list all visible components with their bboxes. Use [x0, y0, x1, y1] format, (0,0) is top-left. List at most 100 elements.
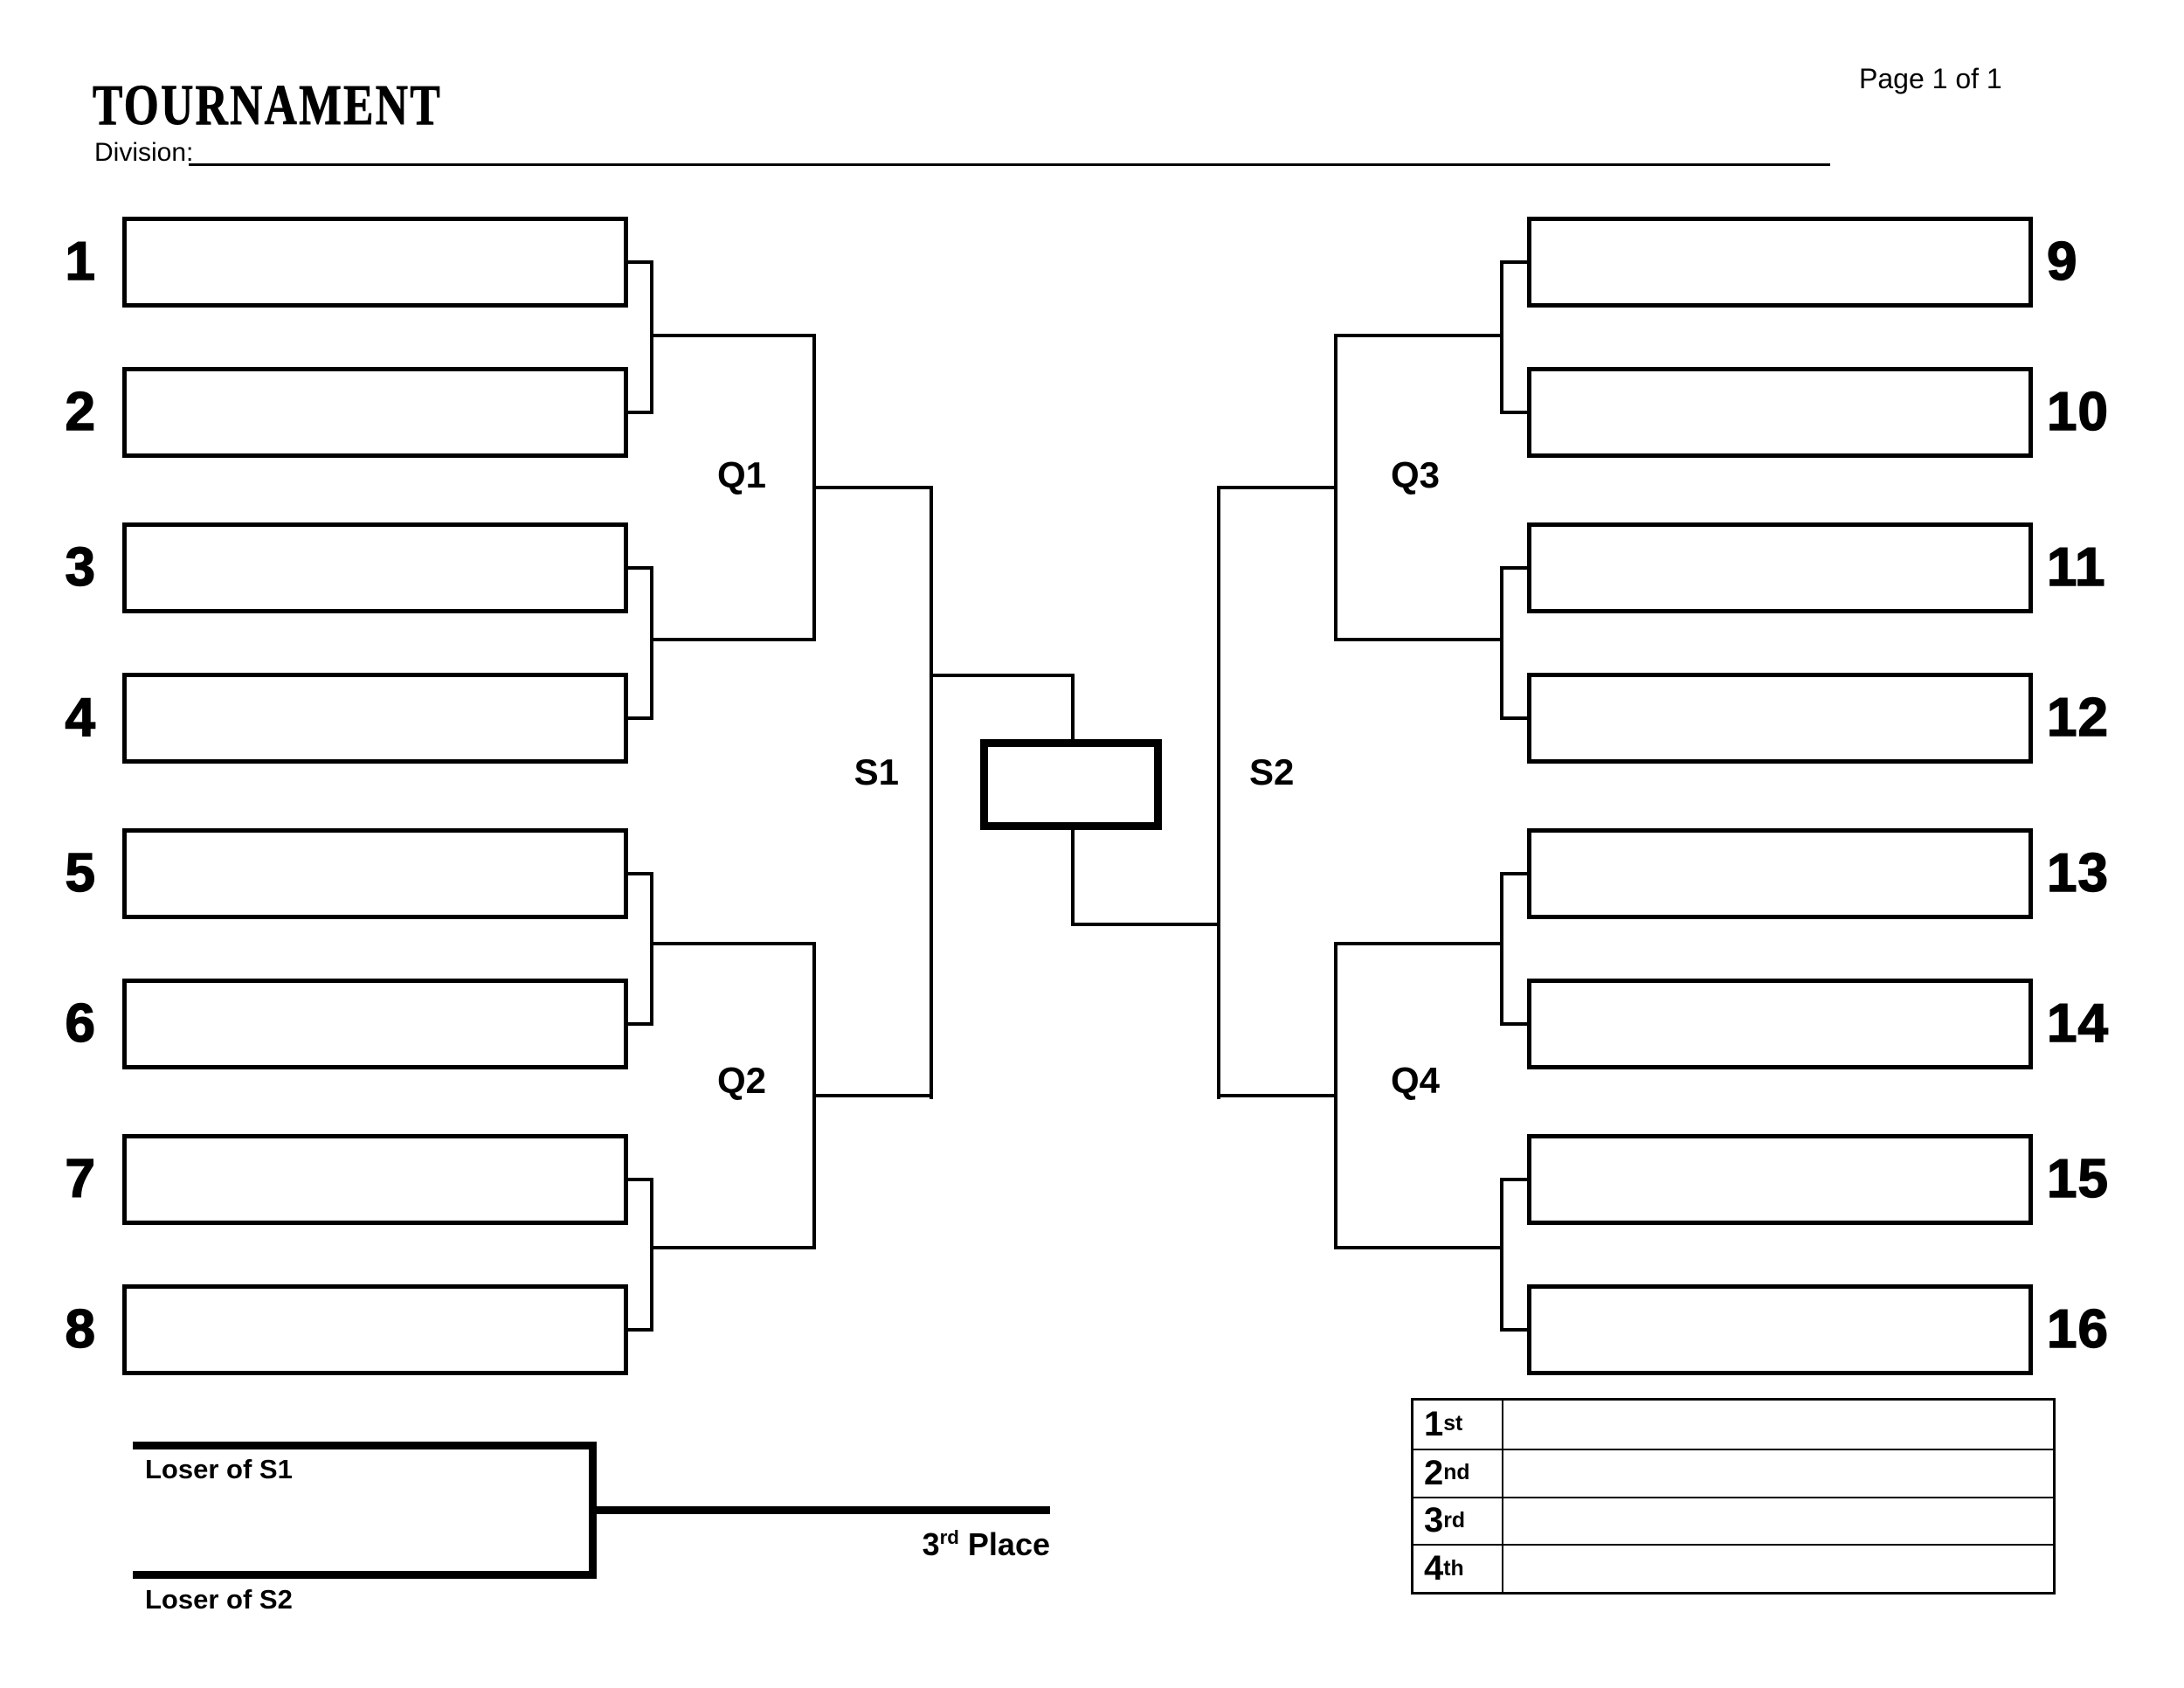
bracket-line — [1500, 411, 1531, 414]
seed-slot-10[interactable] — [1527, 367, 2033, 458]
bracket-line — [1500, 1328, 1531, 1332]
bracket-line — [1500, 566, 1531, 570]
bracket-line — [650, 1178, 653, 1332]
bracket-line — [624, 260, 653, 264]
round-label-q3: Q3 — [1391, 454, 1441, 495]
rank-result-cell-1st[interactable] — [1503, 1401, 2053, 1449]
bracket-line — [1071, 923, 1220, 926]
seed-number-13: 13 — [2046, 842, 2109, 904]
rank-result-cell-3rd[interactable] — [1503, 1498, 2053, 1545]
seed-slot-9[interactable] — [1527, 217, 2033, 308]
bracket-line — [1334, 334, 1503, 337]
seed-slot-14[interactable] — [1527, 979, 2033, 1069]
round-label-q1: Q1 — [716, 454, 766, 495]
seed-number-11: 11 — [2046, 536, 2106, 598]
bracket-line — [1500, 1178, 1531, 1181]
bracket-line — [624, 872, 653, 875]
seed-slot-8[interactable] — [122, 1284, 628, 1375]
third-place-line — [589, 1442, 597, 1579]
bracket-line — [1500, 872, 1531, 875]
bracket-line — [624, 716, 653, 720]
seed-number-16: 16 — [2046, 1298, 2109, 1360]
bracket-line — [812, 1094, 933, 1097]
rank-result-cell-2nd[interactable] — [1503, 1449, 2053, 1497]
final-winner-slot[interactable] — [980, 739, 1162, 830]
third-place-word: Place — [967, 1526, 1050, 1562]
bracket-line — [650, 1246, 816, 1249]
third-place-winner-line[interactable] — [597, 1506, 1050, 1514]
seed-number-4: 4 — [65, 687, 96, 749]
bracket-line — [1500, 566, 1503, 720]
seed-slot-15[interactable] — [1527, 1134, 2033, 1225]
bracket-line — [650, 566, 653, 720]
seed-number-6: 6 — [65, 993, 96, 1055]
round-label-q2: Q2 — [716, 1060, 766, 1101]
bracket-line — [1334, 942, 1337, 1249]
division-fill-line[interactable] — [189, 163, 1830, 166]
seed-number-9: 9 — [2046, 231, 2078, 293]
round-label-q4: Q4 — [1391, 1060, 1441, 1101]
seed-slot-11[interactable] — [1527, 522, 2033, 613]
bracket-line — [624, 1178, 653, 1181]
seed-number-12: 12 — [2046, 687, 2109, 749]
third-place-line — [133, 1571, 597, 1579]
seed-slot-7[interactable] — [122, 1134, 628, 1225]
seed-slot-6[interactable] — [122, 979, 628, 1069]
seed-slot-5[interactable] — [122, 828, 628, 919]
bracket-line — [650, 260, 653, 414]
bracket-line — [1071, 826, 1075, 926]
rank-result-cell-4th[interactable] — [1503, 1546, 2053, 1592]
bracket-line — [1217, 486, 1220, 1099]
loser-of-s1-label: Loser of S1 — [145, 1454, 293, 1484]
bracket-line — [1500, 1022, 1531, 1026]
bracket-line — [930, 674, 1075, 677]
seed-number-10: 10 — [2046, 381, 2109, 443]
seed-slot-3[interactable] — [122, 522, 628, 613]
page-number-label: Page 1 of 1 — [1859, 63, 2002, 94]
bracket-line — [1334, 638, 1503, 641]
bracket-line — [1217, 1094, 1337, 1097]
seed-number-3: 3 — [65, 536, 96, 598]
seed-slot-16[interactable] — [1527, 1284, 2033, 1375]
round-label-s2: S2 — [1249, 751, 1295, 792]
bracket-line — [624, 566, 653, 570]
bracket-line — [812, 486, 933, 489]
bracket-line — [624, 1328, 653, 1332]
bracket-line — [1217, 486, 1337, 489]
bracket-line — [1334, 334, 1337, 641]
seed-slot-12[interactable] — [1527, 673, 2033, 764]
bracket-line — [650, 334, 816, 337]
bracket-line — [1500, 260, 1503, 414]
round-label-s1: S1 — [854, 751, 899, 792]
third-place-line — [133, 1442, 597, 1449]
seed-slot-1[interactable] — [122, 217, 628, 308]
seed-number-1: 1 — [65, 231, 96, 293]
seed-number-2: 2 — [65, 381, 96, 443]
bracket-line — [1334, 1246, 1503, 1249]
bracket-line — [1500, 716, 1531, 720]
bracket-line — [1071, 674, 1075, 744]
page-title: TOURNAMENT — [93, 73, 443, 137]
bracket-line — [650, 942, 816, 945]
seed-slot-13[interactable] — [1527, 828, 2033, 919]
bracket-line — [650, 872, 653, 1026]
bracket-line — [1500, 1178, 1503, 1332]
seed-number-14: 14 — [2046, 993, 2109, 1055]
seed-number-7: 7 — [65, 1148, 96, 1210]
seed-slot-4[interactable] — [122, 673, 628, 764]
seed-number-15: 15 — [2046, 1148, 2109, 1210]
bracket-line — [930, 486, 933, 1099]
bracket-line — [1500, 872, 1503, 1026]
seed-slot-2[interactable] — [122, 367, 628, 458]
bracket-line — [1500, 260, 1531, 264]
